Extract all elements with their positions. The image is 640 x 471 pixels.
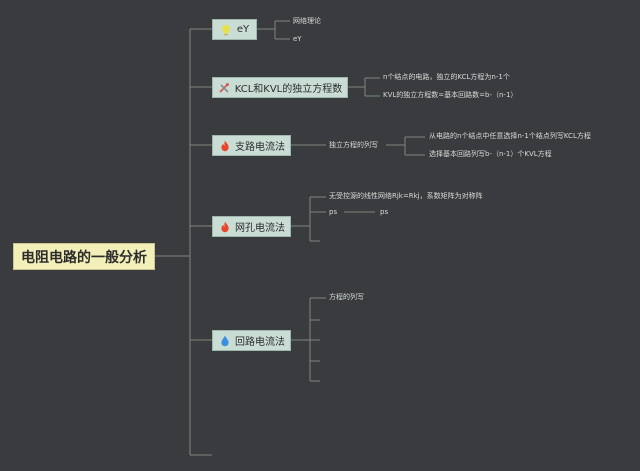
fire-icon xyxy=(218,139,231,152)
topic-kcl-kvl-label: KCL和KVL的独立方程数 xyxy=(234,84,343,95)
lightbulb-icon xyxy=(220,23,233,36)
topic-mesh-current-label: 网孔电流法 xyxy=(235,223,285,234)
topic-branch-current-label: 支路电流法 xyxy=(235,142,285,153)
topic-ey-label: eY xyxy=(236,24,250,35)
branch-current-sub-connector xyxy=(386,136,425,156)
topic-kcl-kvl[interactable]: KCL和KVL的独立方程数 xyxy=(212,77,348,98)
leaf-network-theory: 网络理论 xyxy=(293,17,321,25)
ey-connector xyxy=(257,20,290,40)
leaf-ps-sub: ps xyxy=(380,208,389,216)
topic-mesh-current[interactable]: 网孔电流法 xyxy=(212,216,291,237)
kcl-connector xyxy=(348,77,380,97)
leaf-choose-basic-loops: 选择基本回路列写b-（n-1）个KVL方程 xyxy=(429,150,552,158)
root-topic-label: 电阻电路的一般分析 xyxy=(21,249,147,266)
leaf-ey: eY xyxy=(293,35,302,43)
tools-icon xyxy=(218,81,231,94)
leaf-ps: ps xyxy=(329,208,338,216)
leaf-choose-kcl-nodes: 从电路的n个结点中任意选择n-1个结点列写KCL方程 xyxy=(429,132,591,140)
fire-icon xyxy=(218,220,231,233)
mesh-current-connector xyxy=(291,196,326,242)
topic-ey[interactable]: eY xyxy=(212,19,257,40)
leaf-equation-writing: 独立方程的列写 xyxy=(329,141,378,149)
leaf-independent-kcl: n个结点的电路，独立的KCL方程为n-1个 xyxy=(383,73,510,81)
loop-current-connector xyxy=(291,297,326,382)
leaf-symmetric-matrix: 无受控源的线性网络Rjk=Rkj，系数矩阵为对称阵 xyxy=(329,192,483,200)
leaf-loop-equation-writing: 方程的列写 xyxy=(329,293,364,301)
water-drop-icon xyxy=(218,334,231,347)
root-topic[interactable]: 电阻电路的一般分析 xyxy=(13,243,155,270)
topic-branch-current[interactable]: 支路电流法 xyxy=(212,135,291,156)
topic-loop-current-label: 回路电流法 xyxy=(235,337,285,348)
leaf-independent-kvl: KVL的独立方程数=基本回路数=b-（n-1） xyxy=(383,91,518,99)
topic-loop-current[interactable]: 回路电流法 xyxy=(212,330,291,351)
